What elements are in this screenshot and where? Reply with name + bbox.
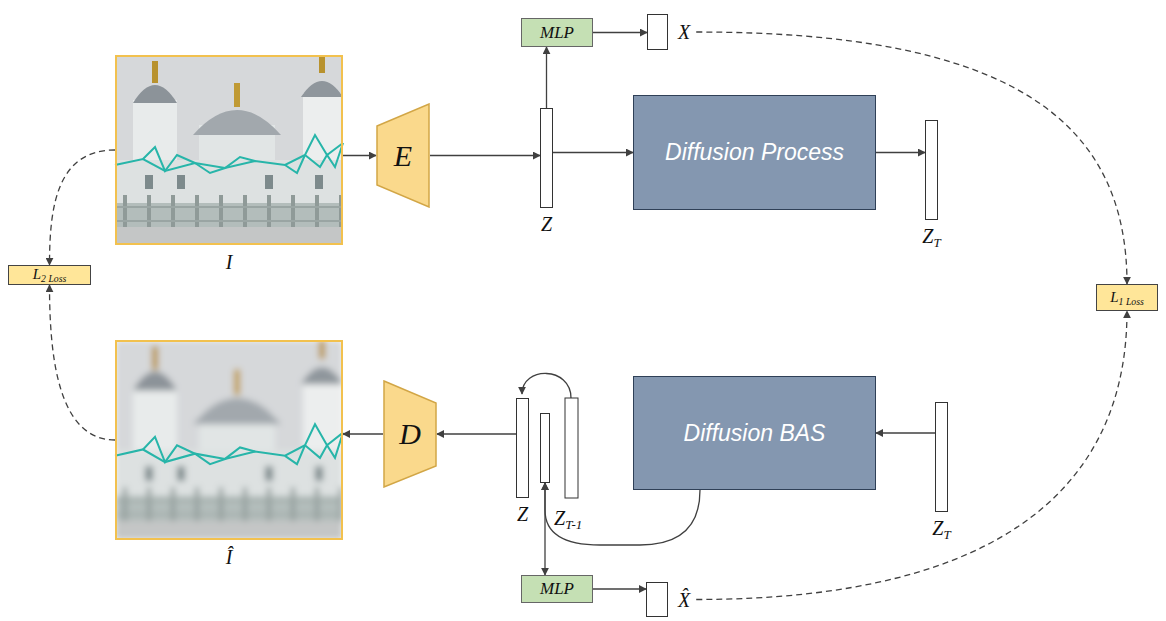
node-label: Diffusion Process [665,139,844,166]
trapezoid-shape [377,104,429,207]
arrow-connector [343,433,383,434]
blur-clip [115,340,343,540]
node-label: Diffusion BAS [684,420,826,447]
arrow-connector [544,483,545,575]
latent-vector: ZT [935,402,948,512]
church-picture [115,55,343,245]
symbol-label: X [678,21,690,44]
node-label: MLP [540,23,574,43]
latent-vector [565,398,578,498]
node-label: E [394,139,412,173]
trapezoid-shape [384,381,436,487]
node-label: D [399,417,421,451]
symbol-label: Z [541,213,552,236]
symbol-label: X̂ [678,588,690,611]
output-vector: X̂ [646,582,668,617]
mlp-box: MLP [521,575,593,603]
loss-box: L2 Loss [8,265,91,285]
arrow-connector [546,47,547,108]
input-image: I [115,55,343,245]
mlp-box: MLP [521,18,593,47]
church-photo [115,55,343,245]
symbol-label: ZT [932,517,950,543]
decoder-trapezoid: D [383,380,437,488]
node-label: MLP [540,579,574,599]
latent-vector: Z [540,108,553,208]
loop-arrow [522,373,571,398]
symbol-label: I [226,251,233,274]
latent-vector: Z [516,398,529,498]
arrow-connector [343,155,376,156]
process-box: Diffusion BAS [633,376,876,490]
blurred-church [115,340,343,540]
symbol-label: ZT-1 [554,507,582,533]
symbol-label: ZT [922,225,940,251]
symbol-label: Z [517,503,528,526]
mesh-overlay [115,135,343,173]
arrow-connector [593,588,646,589]
reconstructed-photo [115,340,343,540]
node-label: L2 Loss [33,266,67,284]
mesh-overlay [115,424,343,464]
output-image: Î [115,340,343,540]
dashed-connector [50,285,116,440]
dashed-connector [50,150,116,265]
arrow-connector [876,432,935,433]
latent-vector: ZT-1 [540,413,550,483]
arrow-connector [545,483,700,545]
arrow-connector [553,152,633,153]
arrow-connector [876,152,925,153]
arrow-connector [437,433,516,434]
loss-box: L1 Loss [1096,284,1158,311]
arrow-connector [430,155,540,156]
symbol-label: Î [226,546,233,569]
output-vector: X [647,14,668,50]
arrow-connector [593,32,647,33]
node-label: L1 Loss [1110,289,1144,307]
latent-vector: ZT [925,120,938,220]
process-box: Diffusion Process [633,95,876,210]
encoder-trapezoid: E [376,103,430,208]
